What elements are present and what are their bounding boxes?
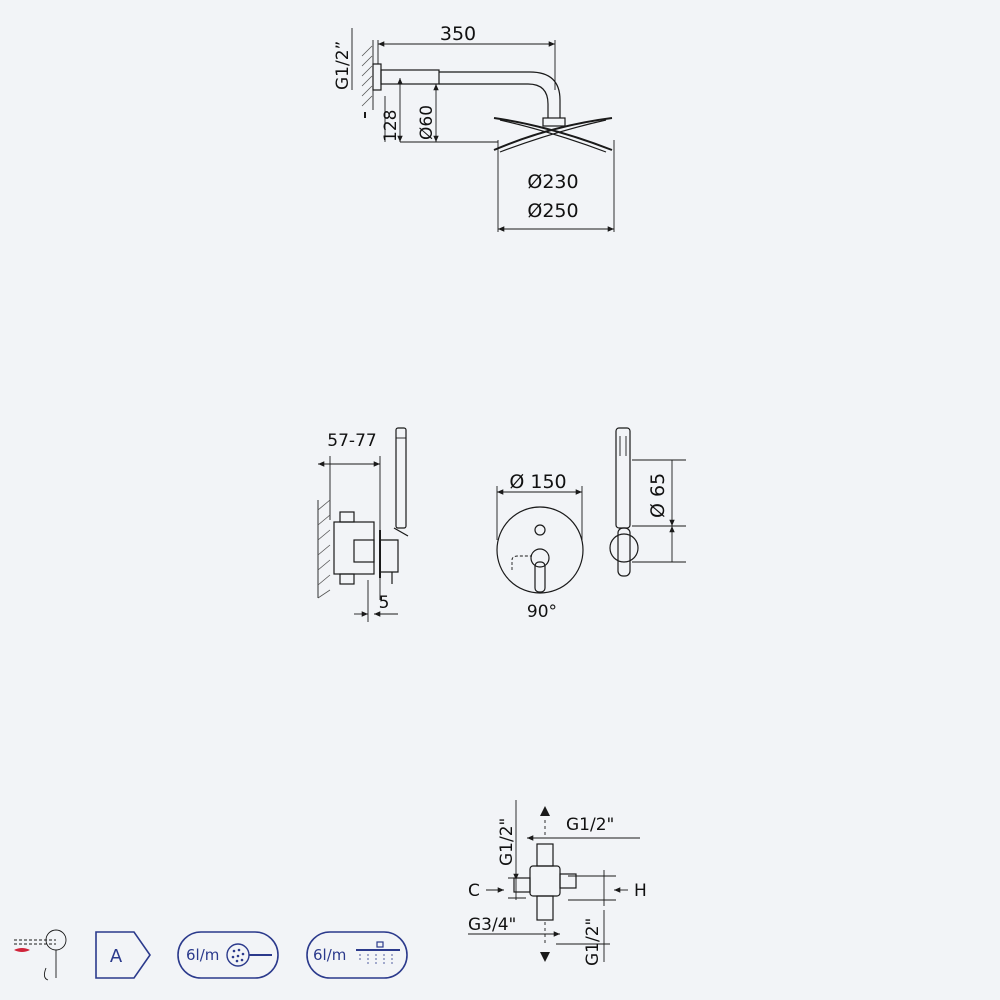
hot-label: H xyxy=(634,881,647,901)
head-inner-diameter-label: Ø230 xyxy=(527,171,578,193)
depth-range-label: 57-77 xyxy=(327,431,376,451)
bottom-thread-left-label: G3/4" xyxy=(468,915,516,935)
shower-arm-top xyxy=(439,71,561,118)
valve-housing xyxy=(529,865,561,897)
hand-shower-flow-badge: 6l/m xyxy=(177,931,279,979)
arm-length-label: 350 xyxy=(440,23,476,45)
wall-hatch xyxy=(361,40,374,110)
shower-arm-bottom xyxy=(439,83,549,118)
mixer-lever xyxy=(534,561,546,593)
bottom-thread-right-label: G1/2" xyxy=(583,918,603,966)
hand-shower-side xyxy=(395,427,407,529)
cover-plate xyxy=(496,506,584,594)
mixer-handle-base xyxy=(380,539,399,573)
top-thread-right-label: G1/2" xyxy=(566,815,614,835)
energy-class-label: A xyxy=(110,946,123,967)
cold-label: C xyxy=(468,881,480,901)
mixer-side-view: 57-77 5 xyxy=(317,427,409,622)
arm-diameter-label: Ø60 xyxy=(417,105,437,140)
hand-shower-front-view: Ø 65 xyxy=(609,427,686,577)
diverter-button xyxy=(534,524,546,536)
wall-thread-label: G1/2” xyxy=(333,41,353,90)
rotation-label: 90° xyxy=(527,602,557,622)
mixer-wall-hatch xyxy=(317,499,331,599)
rotation-arc xyxy=(511,555,532,570)
energy-class-badge: A xyxy=(95,931,151,979)
head-shower-flow-badge: 6l/m xyxy=(306,931,408,979)
holder-diameter-label: Ø 65 xyxy=(647,473,669,518)
mixer-function-icon xyxy=(14,929,67,981)
plate-offset-label: 5 xyxy=(379,593,390,613)
head-shower-flow-icon xyxy=(356,941,400,966)
top-thread-left-label: G1/2" xyxy=(497,818,517,866)
hand-shower-front xyxy=(615,427,631,529)
head-shower-flow-label: 6l/m xyxy=(313,946,346,964)
arm-collar xyxy=(380,69,440,85)
plate-diameter-label: Ø 150 xyxy=(509,471,566,493)
head-outer-diameter-label: Ø250 xyxy=(527,200,578,222)
shower-head-side-view: 350 G1/2” 128 Ø60 Ø230 Ø250 xyxy=(333,23,615,232)
valve-body-diagram: G1/2" G1/2" C H G3/4" G1/2" xyxy=(468,800,647,966)
wall-flange xyxy=(372,63,382,91)
drop-label: 128 xyxy=(381,110,401,142)
head-connector xyxy=(542,117,566,127)
mixer-front-view: Ø 150 90° xyxy=(496,471,584,622)
shower-head-blades xyxy=(493,117,613,151)
lever-hub xyxy=(530,548,550,568)
holder-plate xyxy=(609,533,639,563)
hand-shower-flow-label: 6l/m xyxy=(186,946,219,964)
